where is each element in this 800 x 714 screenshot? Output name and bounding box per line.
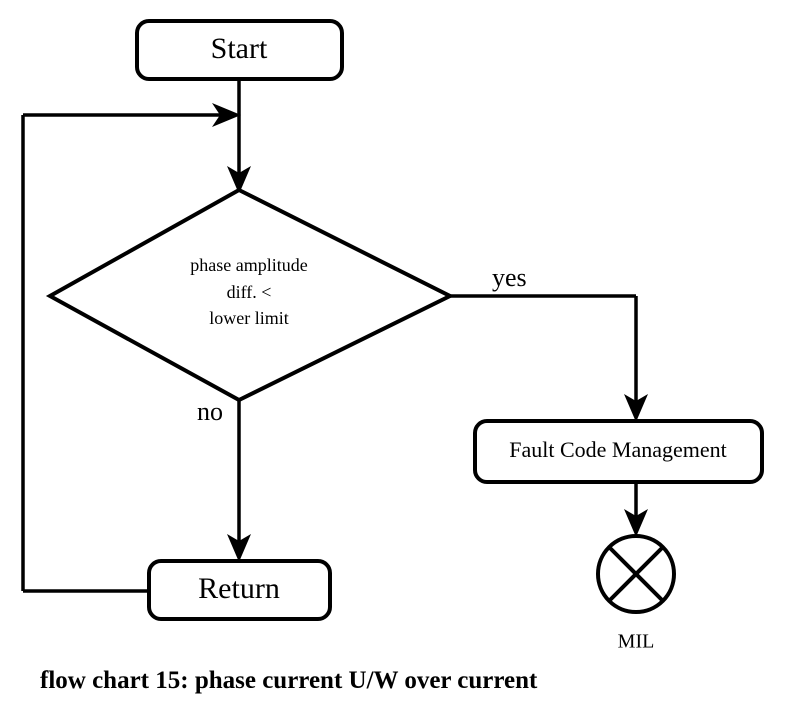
edge-decision-yes-to-fault-code <box>450 294 648 422</box>
decision-label-line2: diff. < <box>227 282 272 302</box>
mil-label: MIL <box>618 631 655 653</box>
arrow-head-down-to-decision <box>227 166 251 194</box>
node-fault-code-management[interactable]: Fault Code Management <box>473 419 764 484</box>
edge-start-to-decision <box>227 80 251 194</box>
arrow-head-down-to-mil <box>624 509 648 537</box>
decision-label-line3: lower limit <box>209 308 289 328</box>
fault-code-label: Fault Code Management <box>509 437 727 462</box>
decision-label-line1: phase amplitude <box>190 255 307 275</box>
node-return[interactable]: Return <box>147 559 332 621</box>
edge-label-yes: yes <box>492 263 527 292</box>
node-start[interactable]: Start <box>135 19 344 81</box>
edge-fault-code-to-mil <box>624 483 648 537</box>
mil-cross-stroke-2 <box>607 545 665 603</box>
start-box[interactable] <box>135 19 344 81</box>
return-box[interactable] <box>147 559 332 621</box>
fault-code-box[interactable] <box>473 419 764 484</box>
arrow-head-down-to-fault-code <box>624 394 648 422</box>
edge-loop-return-to-decision <box>21 103 241 593</box>
arrow-head-down-to-return <box>227 534 251 562</box>
start-label: Start <box>211 32 268 65</box>
arrow-head-right-loop <box>212 103 241 127</box>
edge-decision-no-to-return <box>227 398 251 562</box>
edge-label-no: no <box>197 397 223 426</box>
node-mil[interactable]: MIL <box>596 534 676 653</box>
decision-diamond[interactable] <box>45 187 455 403</box>
node-decision[interactable]: phase amplitude diff. < lower limit <box>45 187 455 403</box>
figure-caption: flow chart 15: phase current U/W over cu… <box>40 667 538 694</box>
return-label: Return <box>198 572 280 605</box>
